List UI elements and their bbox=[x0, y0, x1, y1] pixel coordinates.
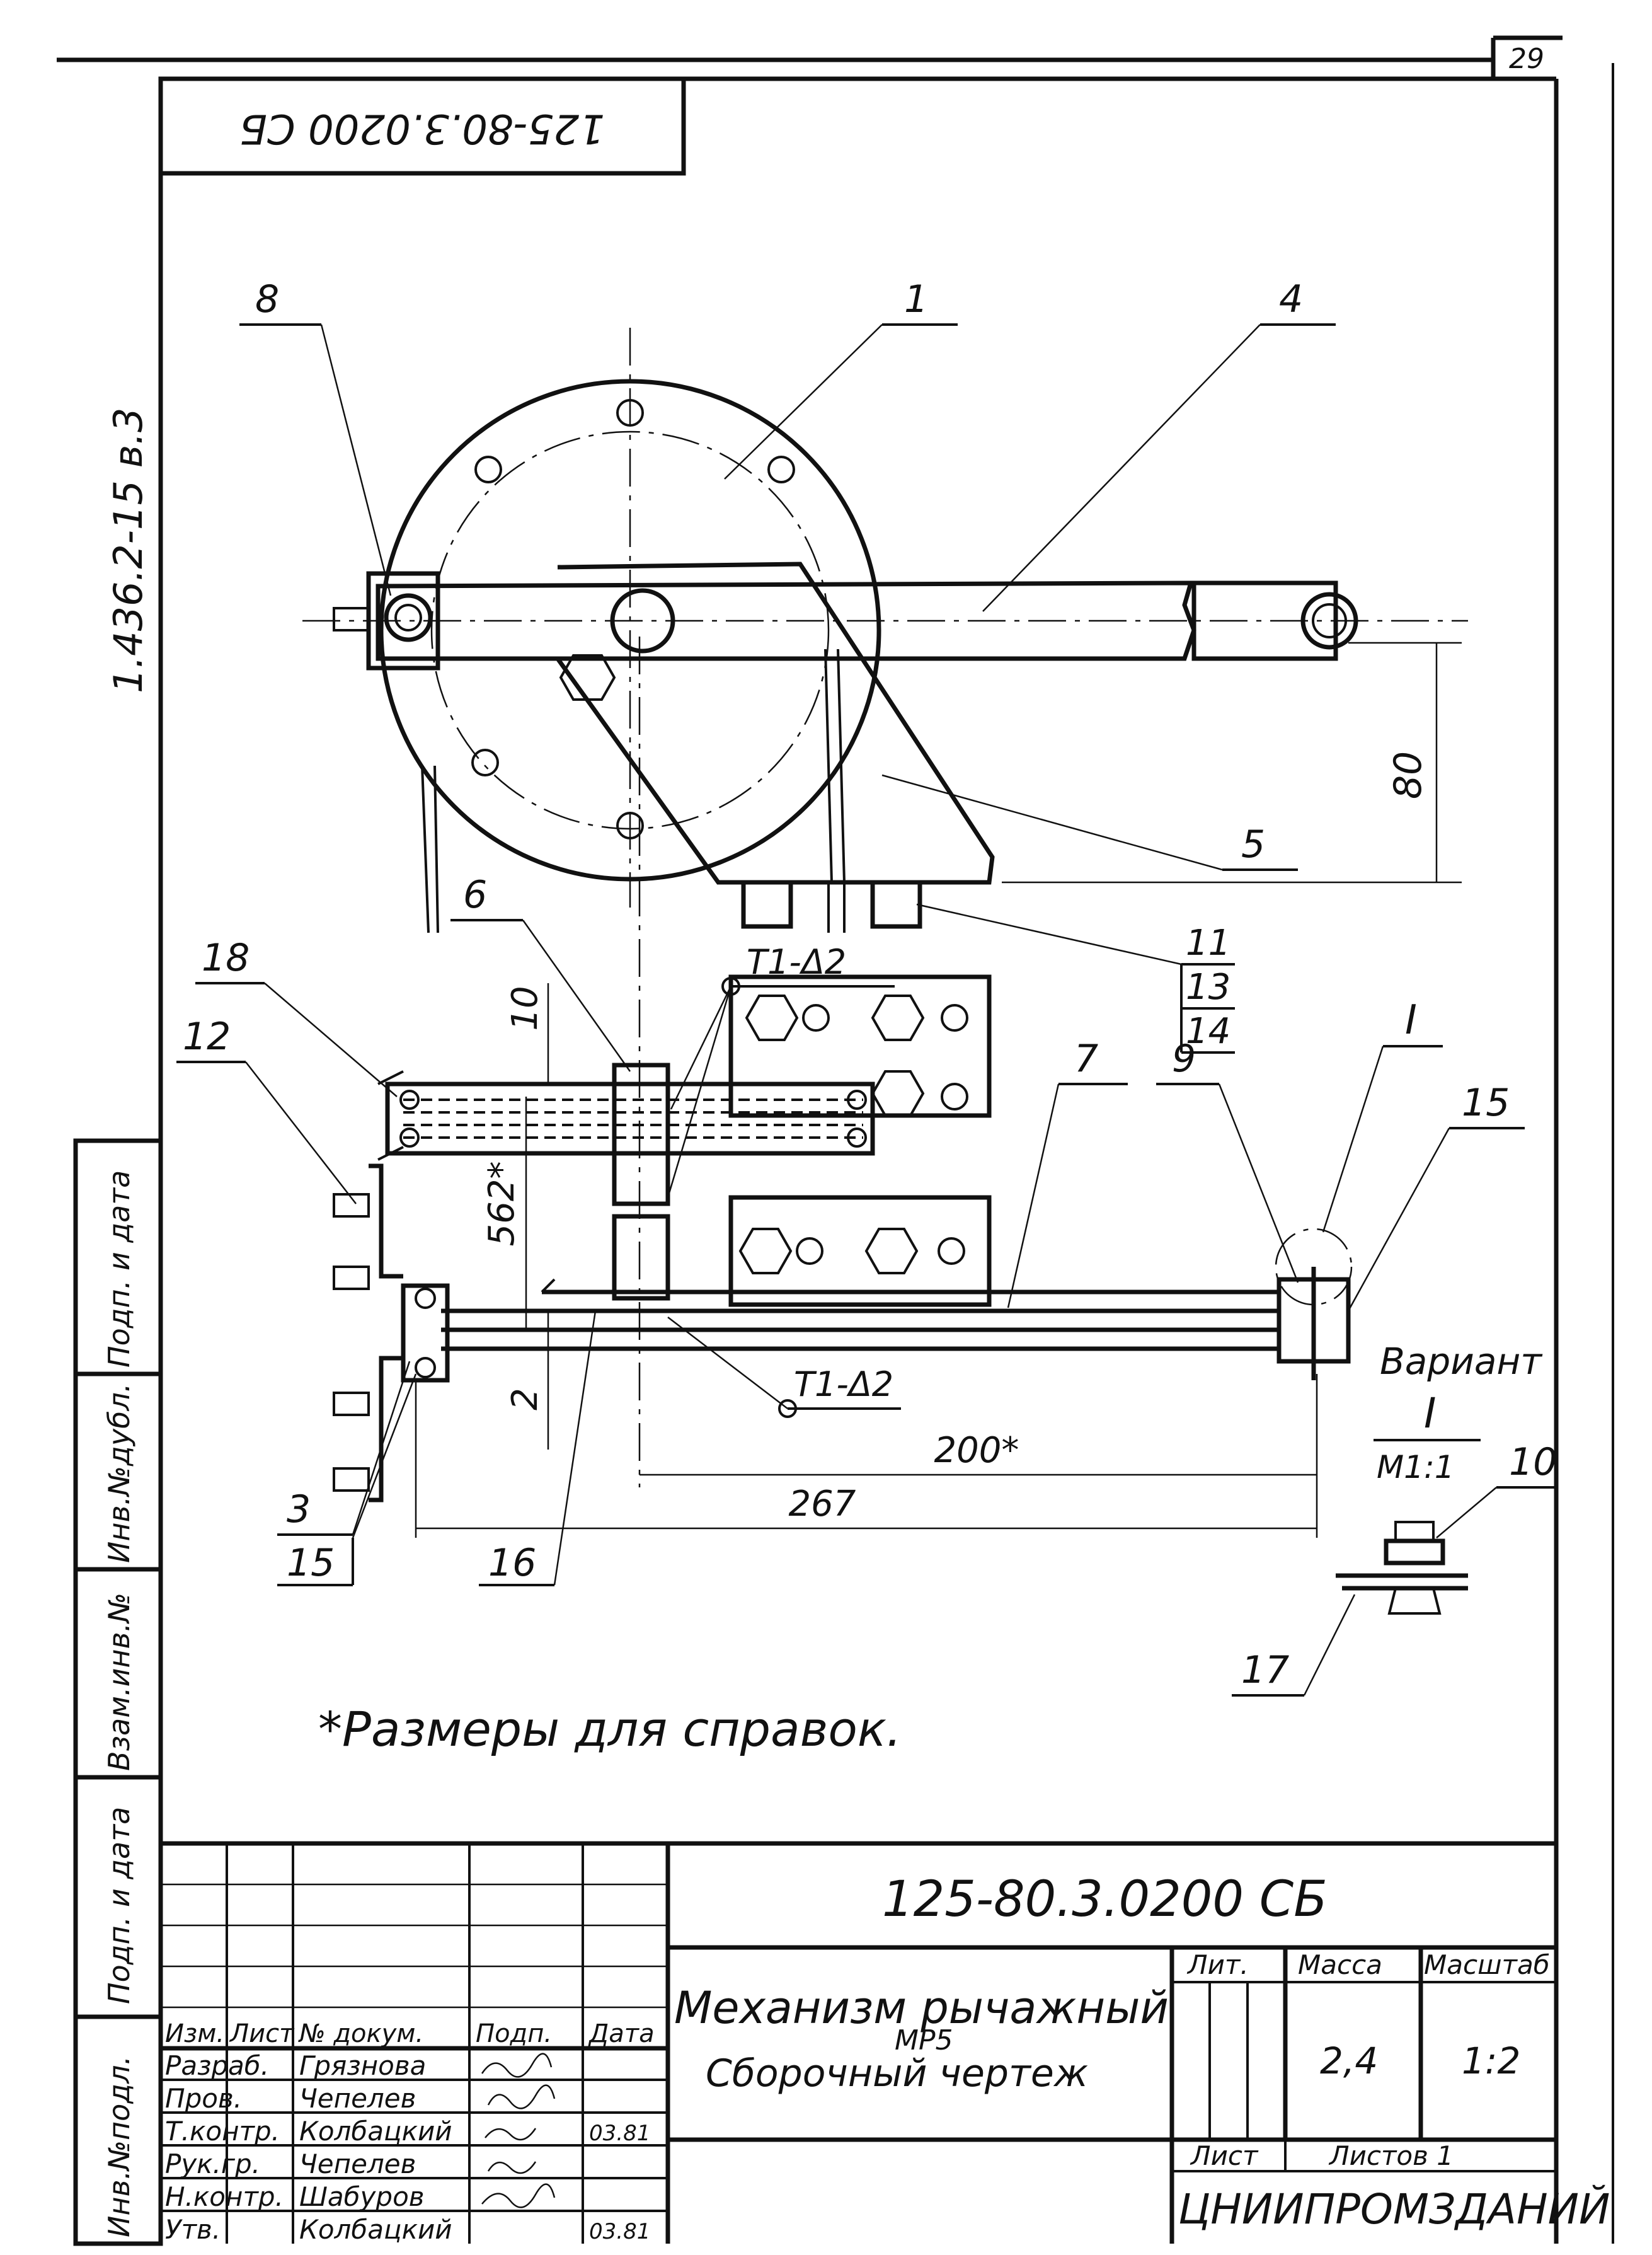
scale-label: Масштаб bbox=[1424, 1949, 1550, 1980]
dim-562: 562* bbox=[481, 1162, 522, 1247]
mass-label: Масса bbox=[1298, 1949, 1382, 1980]
callout-5: 5 bbox=[1241, 822, 1265, 867]
row-name-6: Колбацкий bbox=[299, 2214, 452, 2245]
row-role-1: Разраб. bbox=[165, 2050, 269, 2081]
mass-value: 2,4 bbox=[1320, 2039, 1378, 2082]
dim-10: 10 bbox=[505, 986, 546, 1030]
dim-267: 267 bbox=[789, 1484, 856, 1525]
scale-value: 1:2 bbox=[1462, 2039, 1520, 2082]
callout-13: 13 bbox=[1186, 967, 1230, 1008]
top-code: 125-80.3.0200 СБ bbox=[239, 105, 605, 151]
callout-14: 14 bbox=[1186, 1011, 1230, 1052]
side-strip: Инв.№подл. Подп. и дата Взам.инв.№ Инв.№… bbox=[73, 1138, 163, 2246]
dim-200: 200* bbox=[934, 1430, 1019, 1471]
row-role-2: Пров. bbox=[165, 2083, 242, 2114]
hdr-date: Дата bbox=[588, 2019, 655, 2048]
callout-I: I bbox=[1405, 997, 1417, 1044]
row-role-5: Н.контр. bbox=[165, 2181, 284, 2212]
title-name-1: Механизм рычажный bbox=[674, 1982, 1169, 2034]
side-code: 1.436.2-15 в.3 bbox=[105, 408, 151, 693]
variant-label: Вариант bbox=[1380, 1340, 1543, 1383]
dim-2: 2 bbox=[505, 1388, 546, 1410]
title-block: Изм. Лист № докум. Подп. Дата Разраб. Гр… bbox=[161, 1841, 1610, 2245]
variant-scale: М1:1 bbox=[1377, 1449, 1455, 1485]
callout-3: 3 bbox=[287, 1487, 311, 1531]
callout-10: 10 bbox=[1509, 1440, 1557, 1484]
callout-11: 11 bbox=[1186, 923, 1230, 964]
title-name-3: Сборочный чертеж bbox=[706, 2051, 1088, 2096]
callout-6: 6 bbox=[463, 873, 487, 917]
variant-detail: Вариант I М1:1 bbox=[1336, 1340, 1543, 1615]
side-strip-1: Инв.№подл. bbox=[102, 2056, 136, 2237]
weld-marks: T1-Δ2 T1-Δ2 bbox=[667, 942, 901, 1418]
row-role-3: Т.контр. bbox=[165, 2116, 280, 2147]
section-view bbox=[333, 637, 1353, 1502]
hdr-izm: Изм. bbox=[165, 2019, 224, 2048]
side-strip-3: Взам.инв.№ bbox=[102, 1593, 136, 1771]
callout-7: 7 bbox=[1074, 1037, 1098, 1081]
side-strip-5: Подп. и дата bbox=[102, 1170, 136, 1368]
dimension-80: 80 bbox=[1002, 642, 1462, 884]
callout-1: 1 bbox=[904, 277, 928, 321]
callout-9: 9 bbox=[1172, 1037, 1196, 1081]
row-name-4: Чепелев bbox=[299, 2148, 416, 2179]
row-name-3: Колбацкий bbox=[299, 2116, 452, 2147]
callouts: 1 4 8 5 6 11 13 14 18 12 bbox=[176, 277, 1557, 1697]
callout-18: 18 bbox=[202, 936, 250, 980]
callout-4: 4 bbox=[1279, 277, 1303, 321]
row-role-6: Утв. bbox=[165, 2214, 221, 2245]
hdr-sign: Подп. bbox=[476, 2019, 552, 2048]
variant-numeral: I bbox=[1424, 1389, 1436, 1438]
side-strip-2: Подп. и дата bbox=[102, 1807, 136, 2004]
row-name-2: Чепелев bbox=[299, 2083, 416, 2114]
sheets-label: Листов 1 bbox=[1328, 2140, 1454, 2171]
sheet-label: Лист bbox=[1190, 2140, 1259, 2171]
lit-label: Лит. bbox=[1186, 1949, 1249, 1980]
row-name-5: Шабуров bbox=[299, 2181, 425, 2212]
side-strip-4: Инв.№дубл. bbox=[102, 1383, 136, 1563]
row-date-3: 03.81 bbox=[589, 2121, 650, 2146]
sheet-number: 29 bbox=[1509, 43, 1544, 75]
hdr-doc: № докум. bbox=[298, 2019, 423, 2048]
callout-8: 8 bbox=[255, 277, 279, 321]
signatures bbox=[481, 2053, 556, 2208]
reference-note: *Размеры для справок. bbox=[318, 1701, 902, 1757]
row-date-6: 03.81 bbox=[589, 2219, 650, 2244]
title-name-2: МР5 bbox=[895, 2024, 953, 2056]
top-code-box: 125-80.3.0200 СБ bbox=[158, 76, 686, 176]
sheet-frame bbox=[57, 35, 1614, 2244]
weld-bottom: T1-Δ2 bbox=[794, 1364, 893, 1404]
row-name-1: Грязнова bbox=[299, 2050, 426, 2081]
callout-12: 12 bbox=[183, 1015, 231, 1059]
row-role-4: Рук.гр. bbox=[165, 2148, 260, 2179]
top-view bbox=[302, 328, 1468, 933]
hdr-list: Лист bbox=[229, 2019, 295, 2048]
callout-16: 16 bbox=[488, 1541, 536, 1585]
dimensions-section: 562* 10 2 200* 267 bbox=[415, 983, 1318, 1538]
callout-15-upper: 15 bbox=[1462, 1081, 1510, 1125]
weld-top: T1-Δ2 bbox=[747, 942, 846, 982]
callout-17: 17 bbox=[1241, 1648, 1289, 1692]
callout-15-lower: 15 bbox=[287, 1541, 335, 1585]
dim-80: 80 bbox=[1386, 751, 1430, 799]
organization: ЦНИИПРОМЗДАНИЙ bbox=[1178, 2184, 1610, 2234]
title-code: 125-80.3.0200 СБ bbox=[882, 1871, 1328, 1928]
